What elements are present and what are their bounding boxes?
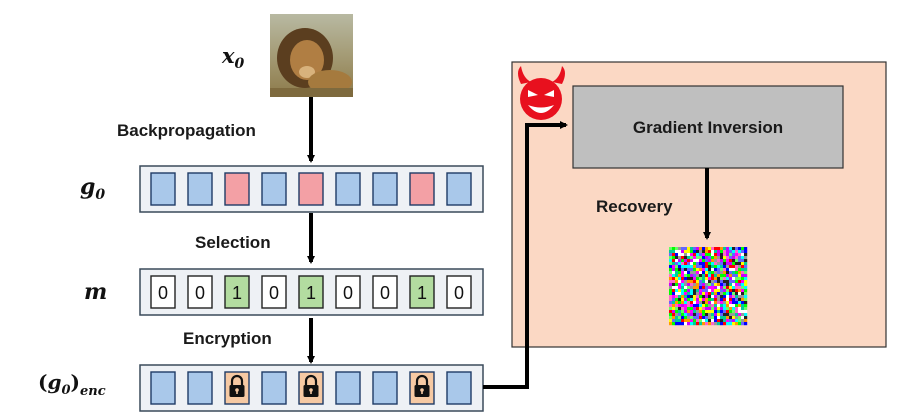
mask-cell <box>187 275 213 309</box>
lock-icon <box>303 374 319 397</box>
mask-bit: 0 <box>158 283 168 303</box>
arrow-to-inversion <box>483 121 568 389</box>
mask-bit: 0 <box>454 283 464 303</box>
g0-label: g0 <box>80 174 105 203</box>
mask-bit: 0 <box>380 283 390 303</box>
gradient-cell <box>335 371 361 405</box>
gradient-cell <box>261 172 287 206</box>
gradient-cells <box>150 172 472 206</box>
mask-cell <box>150 275 176 309</box>
gradient-cell <box>261 371 287 405</box>
mask-bit: 0 <box>343 283 353 303</box>
mask-label: m <box>84 279 107 305</box>
gradient-cell <box>446 172 472 206</box>
recovered-noise-image <box>669 247 748 326</box>
gradient-cell <box>187 172 213 206</box>
mask-cell <box>446 275 472 309</box>
gradient-cell <box>150 371 176 405</box>
gradient-inversion-box <box>572 85 844 169</box>
gradient-cell <box>150 172 176 206</box>
mask-bit: 0 <box>195 283 205 303</box>
x0-label: x0 <box>221 43 245 72</box>
gradient-cell <box>446 371 472 405</box>
mask-cell <box>224 275 250 309</box>
recovery-label: Recovery <box>596 197 673 216</box>
encrypted-cells <box>150 371 472 405</box>
mask-bit: 1 <box>232 283 242 303</box>
lock-icon <box>414 374 430 397</box>
mask-cells: 0 0 1 0 1 0 0 1 0 <box>150 275 472 309</box>
gradient-cell <box>298 172 324 206</box>
gradient-cell <box>409 172 435 206</box>
gradient-cell <box>335 172 361 206</box>
input-image-lion <box>270 14 353 97</box>
g0-enc-label: (g0)enc <box>38 370 106 399</box>
gradient-cell <box>372 172 398 206</box>
devil-icon <box>518 66 565 120</box>
selection-label: Selection <box>195 233 271 252</box>
encryption-label: Encryption <box>183 329 272 348</box>
mask-bit: 1 <box>417 283 427 303</box>
mask-bit: 1 <box>306 283 316 303</box>
gradient-inversion-label: Gradient Inversion <box>633 118 783 137</box>
mask-cell <box>261 275 287 309</box>
mask-cell <box>372 275 398 309</box>
mask-cell <box>409 275 435 309</box>
lock-icon <box>229 374 245 397</box>
mask-bit: 0 <box>269 283 279 303</box>
gradient-cell <box>372 371 398 405</box>
gradient-cell <box>224 172 250 206</box>
mask-cell <box>335 275 361 309</box>
mask-cell <box>298 275 324 309</box>
gradient-cell <box>187 371 213 405</box>
backpropagation-label: Backpropagation <box>117 121 256 140</box>
